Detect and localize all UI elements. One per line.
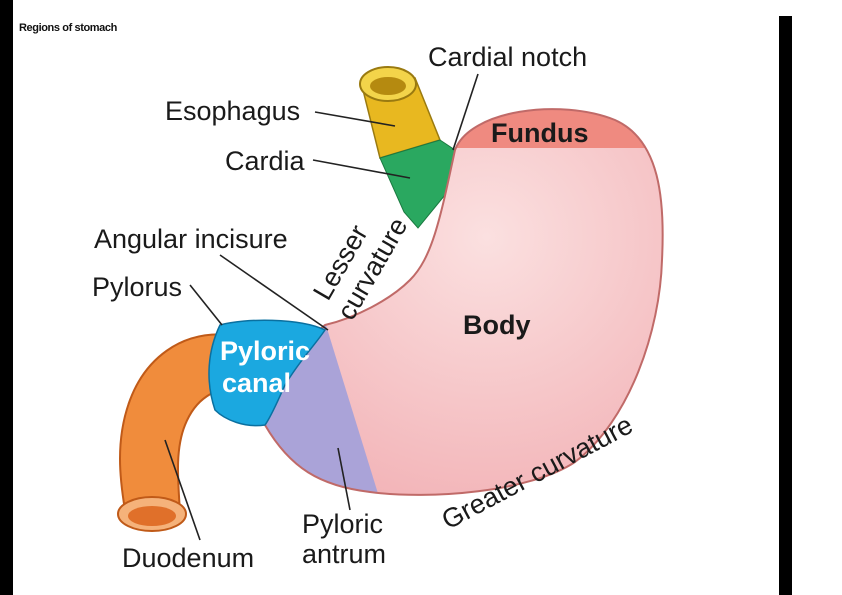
label-pylorus: Pylorus [92,272,182,302]
leader-duodenum [164,439,201,541]
label-pyloric-canal-1: Pyloric [220,336,310,366]
esophagus-lumen [370,77,406,95]
label-pyloric-antrum-2: antrum [302,539,386,569]
figure-caption: Regions of stomach [19,22,117,34]
label-cardia: Cardia [225,146,306,176]
leader-angular-incisure [219,254,329,331]
leader-cardial-notch [452,73,479,151]
leader-esophagus [314,111,396,127]
label-fundus: Fundus [491,118,588,148]
pyloric-canal-region [208,319,327,427]
duodenum-lumen [128,506,176,526]
label-angular-incisure: Angular incisure [94,224,288,254]
leader-pyloric-antrum [337,447,351,511]
label-cardial-notch: Cardial notch [428,42,587,72]
esophagus-shape [359,66,442,159]
label-duodenum: Duodenum [122,543,254,573]
left-border-bar [0,0,13,595]
fundus-region [440,109,663,148]
label-esophagus: Esophagus [165,96,300,126]
label-pyloric-antrum-1: Pyloric [302,509,383,539]
leader-pylorus [189,284,223,326]
stomach-outline [263,108,664,496]
leader-cardia [312,159,411,179]
label-pyloric-canal-2: canal [222,368,291,398]
right-border-bar [779,16,792,595]
label-body: Body [463,310,531,340]
